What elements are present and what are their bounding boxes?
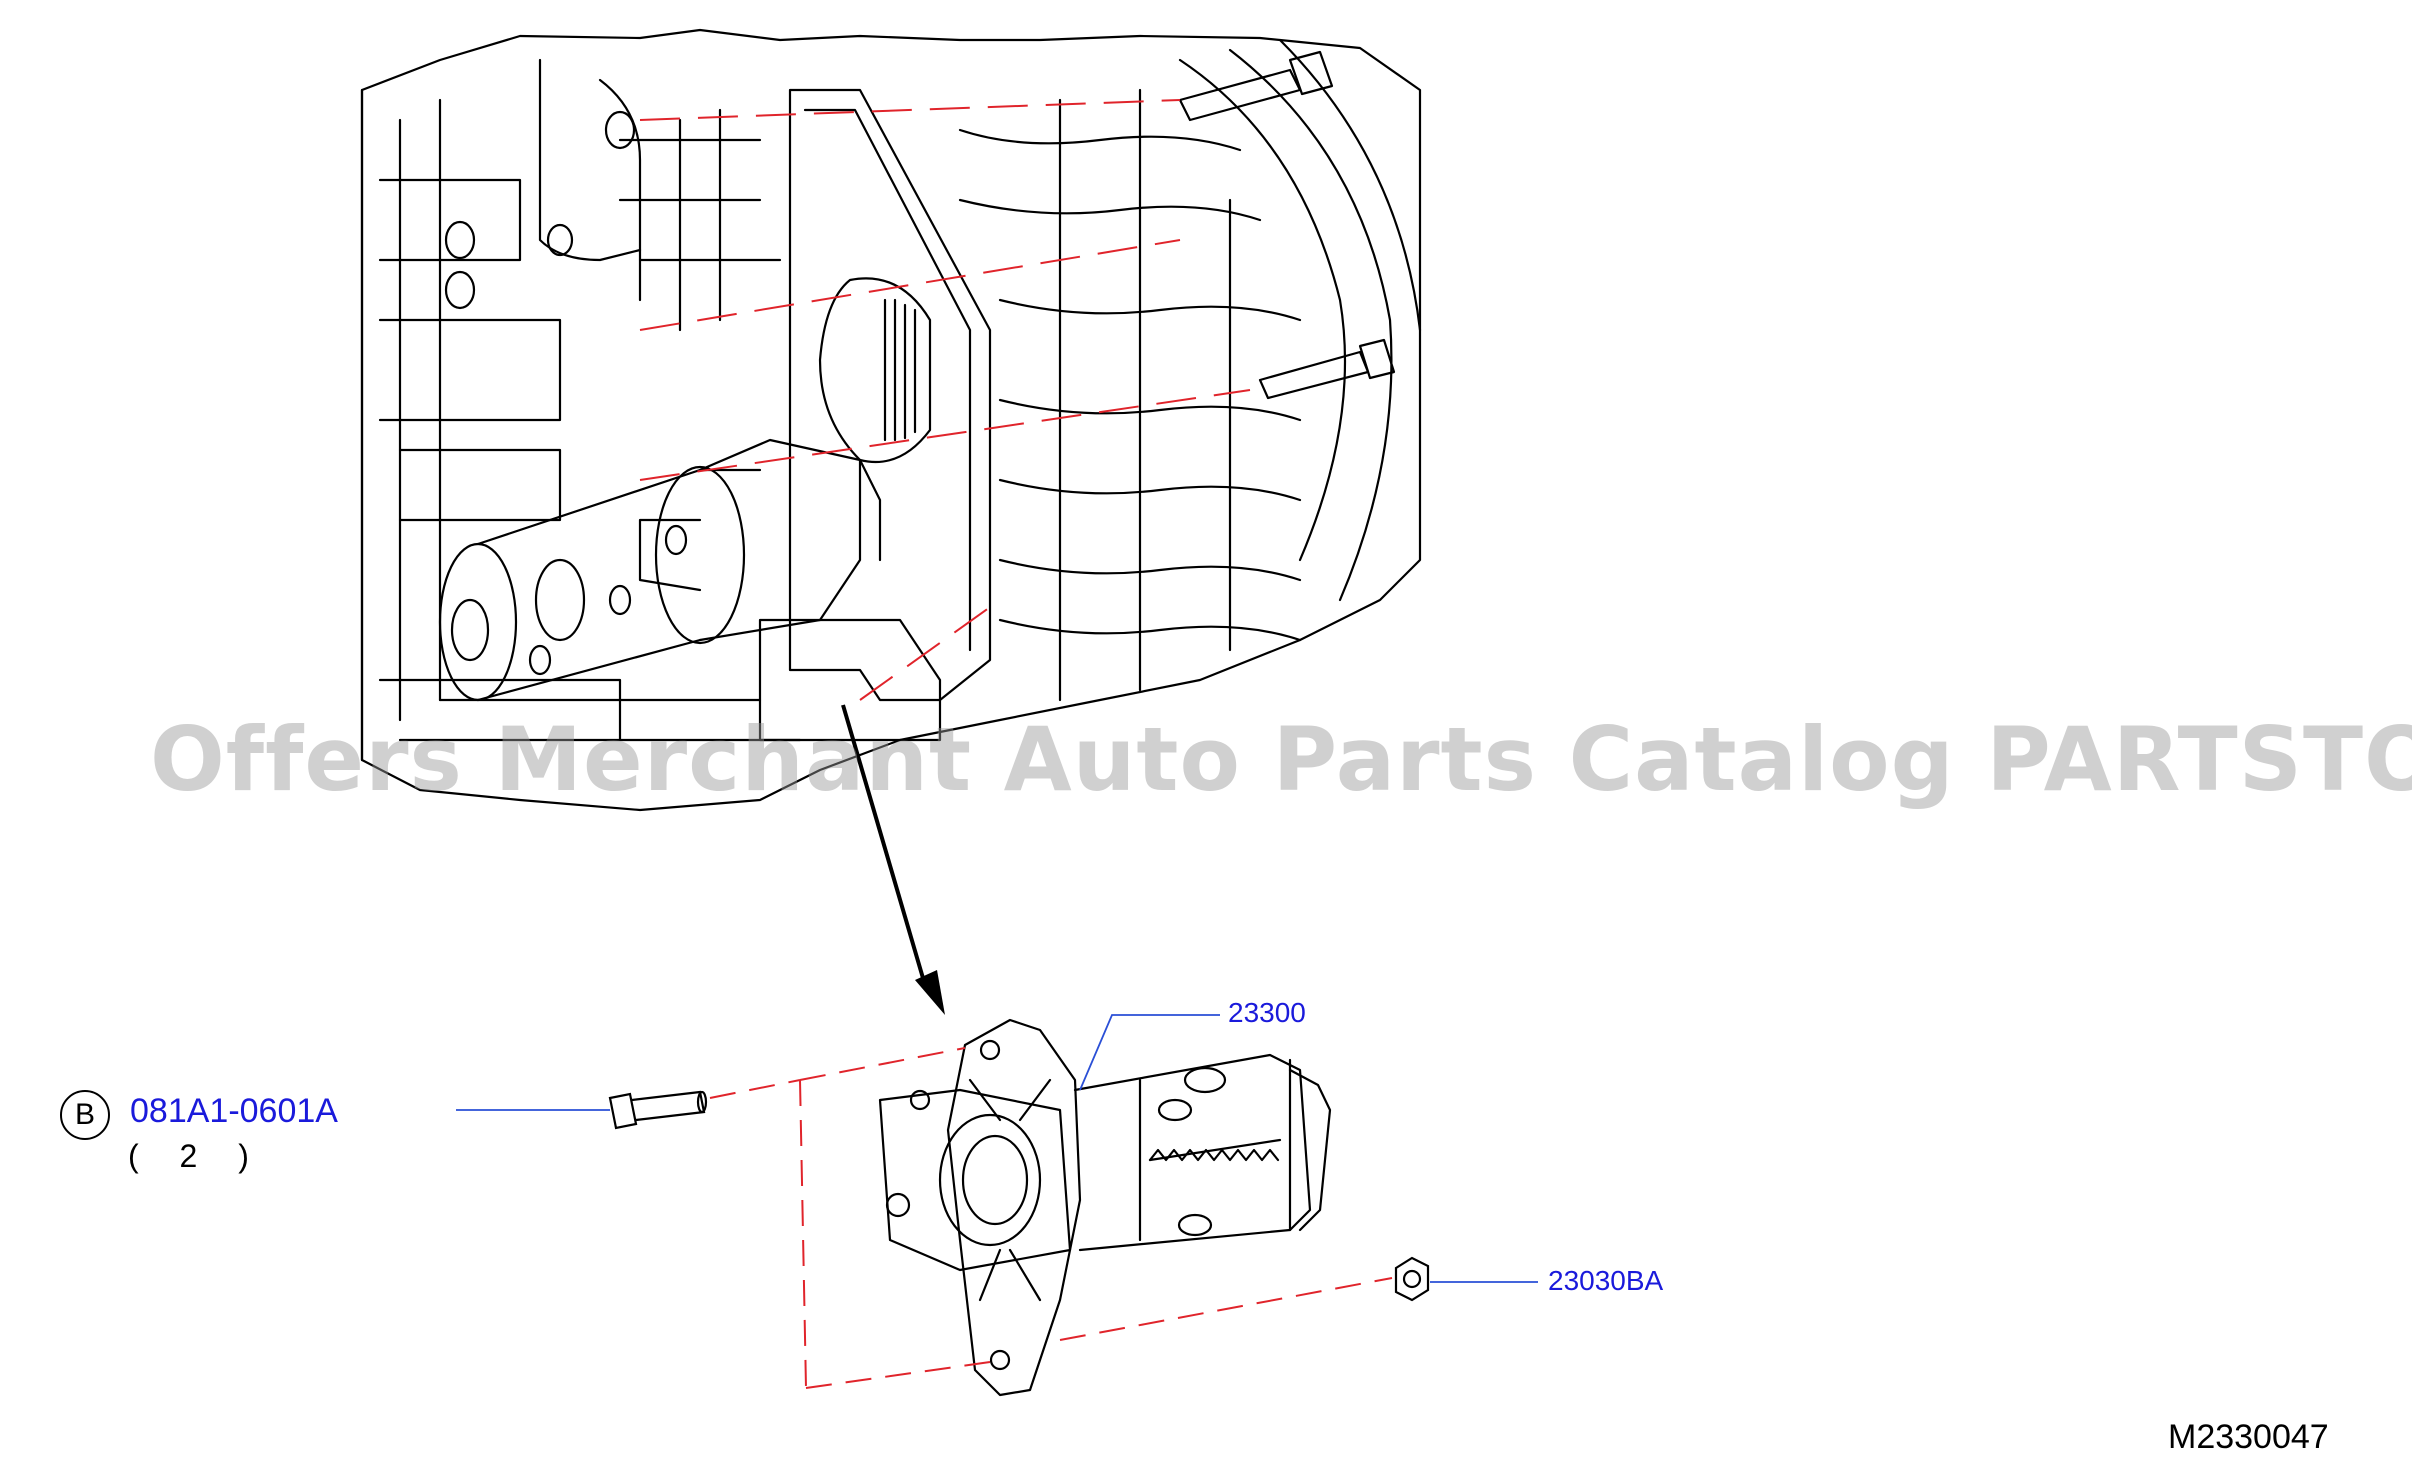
- leader-lines: [456, 1014, 1538, 1283]
- watermark-text: Offers Merchant Auto Parts Catalog PARTS…: [150, 708, 2412, 811]
- nut-drawing: [1394, 1256, 1430, 1302]
- diagram-code: M2330047: [2168, 1418, 2329, 1456]
- phantom-alignment-lines-upper: [639, 99, 1251, 701]
- callout-part-23300[interactable]: 23300: [1228, 997, 1306, 1028]
- transmission-assembly-drawing: [360, 28, 1422, 812]
- installation-arrow: [841, 704, 945, 1015]
- callout-part-081A1-0601A[interactable]: 081A1-0601A: [130, 1092, 338, 1130]
- phantom-alignment-lines-lower: [709, 1047, 1393, 1389]
- starter-motor-drawing: [878, 1018, 1332, 1397]
- quantity-label: ( 2 ): [128, 1138, 265, 1174]
- reference-symbol-b: B: [60, 1090, 110, 1140]
- leader-line-23300: [1079, 1014, 1220, 1091]
- callout-part-23030BA[interactable]: 23030BA: [1548, 1265, 1664, 1296]
- mounting-bolt-drawing: [608, 1090, 708, 1130]
